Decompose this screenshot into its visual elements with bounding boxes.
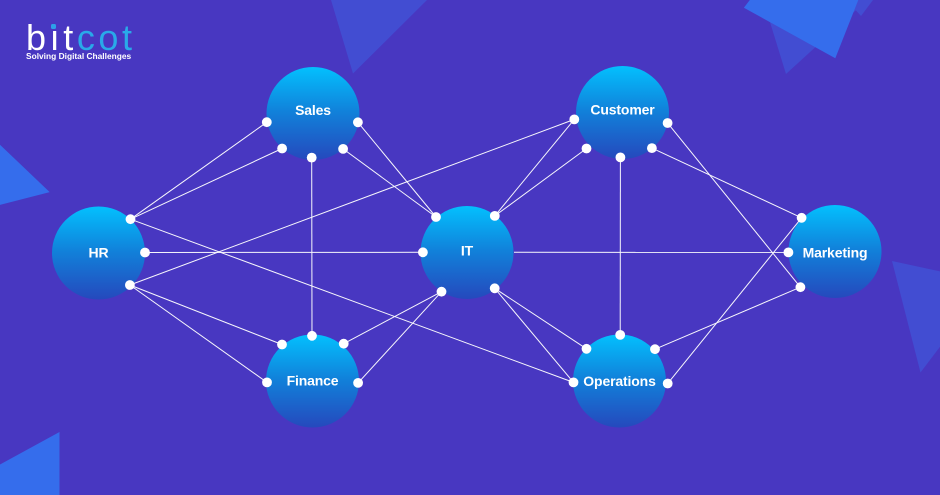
svg-text:Sales: Sales: [295, 102, 331, 118]
svg-text:HR: HR: [89, 244, 109, 260]
svg-text:Marketing: Marketing: [803, 244, 868, 260]
svg-text:IT: IT: [461, 242, 474, 258]
svg-text:Finance: Finance: [287, 372, 339, 388]
svg-text:Operations: Operations: [583, 373, 656, 389]
svg-text:Customer: Customer: [590, 102, 655, 118]
